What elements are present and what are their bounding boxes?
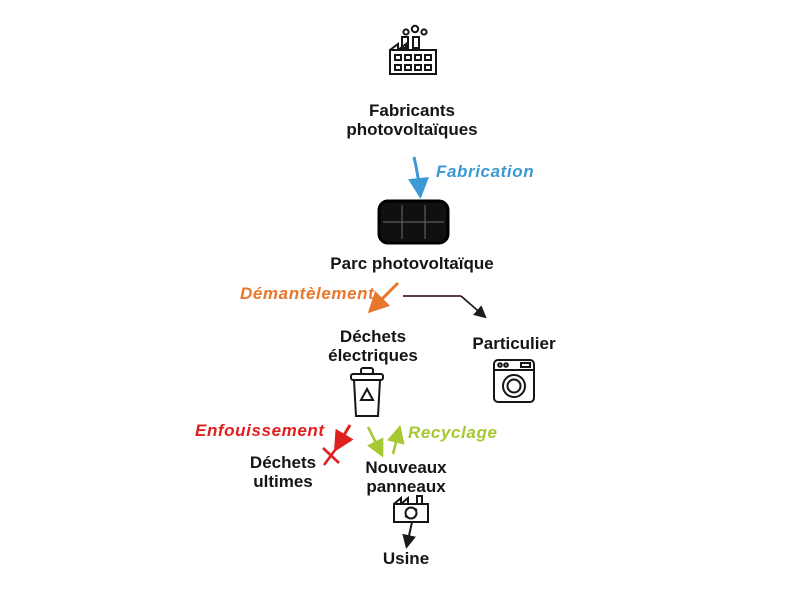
electric-waste-label: Déchets électriques	[328, 327, 418, 365]
edge-label-recycling: Recyclage	[408, 423, 498, 442]
ultimate-waste-label-line2: ultimes	[253, 472, 313, 491]
waste-bin-icon	[350, 367, 384, 417]
electric-waste-label-line2: électriques	[328, 346, 418, 365]
arrow-to-factory	[402, 521, 416, 549]
ultimate-waste-label-line1: Déchets	[249, 453, 317, 472]
arrow-recycling-up	[387, 424, 405, 455]
arrow-to-household	[460, 295, 487, 319]
solar-park-label: Parc photovoltaïque	[330, 254, 494, 273]
new-panels-label-line2: panneaux	[366, 477, 446, 496]
factory-out-label: Usine	[382, 549, 430, 568]
manufacturer-label-line1: Fabricants	[369, 101, 455, 120]
electric-waste-label-line1: Déchets	[339, 327, 407, 346]
recycling-plant-icon	[393, 495, 429, 523]
new-panels-label: Nouveaux panneaux	[365, 458, 446, 496]
arrow-recycling-down	[366, 426, 384, 458]
edge-label-landfill: Enfouissement	[195, 421, 325, 440]
forbidden-cross-icon	[322, 445, 340, 466]
factory-icon	[389, 24, 437, 75]
new-panels-label-line1: Nouveaux	[365, 458, 447, 477]
manufacturer-label: Fabricants photovoltaïques	[346, 101, 477, 139]
household-label: Particulier	[472, 334, 556, 353]
arrow-landfill	[333, 424, 354, 453]
ultimate-waste-label: Déchets ultimes	[250, 453, 316, 491]
solar-panel-icon	[377, 199, 450, 245]
washing-machine-icon	[493, 359, 535, 403]
edge-label-fabrication: Fabrication	[436, 162, 535, 181]
edge-label-dismantling: Démantèlement	[240, 284, 375, 303]
manufacturer-label-line2: photovoltaïques	[346, 120, 478, 139]
arrow-fabrication	[408, 156, 429, 199]
arrow-dismantling	[367, 281, 400, 314]
